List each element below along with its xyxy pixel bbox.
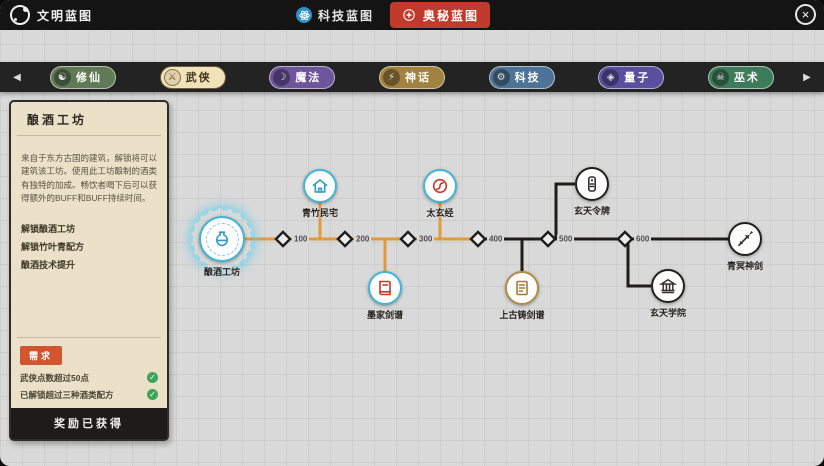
node-circle (303, 169, 337, 203)
tab-label: 科技蓝图 (318, 8, 375, 23)
unlock-item: 解锁竹叶青配方 (21, 242, 85, 253)
category-bar: ◀ ☯ 修仙 ⚔ 武侠 ☽ 魔法 ⚡ 神话 ⚙ 科技 ◈ (0, 62, 824, 92)
requirements-badge: 需求 (20, 346, 63, 365)
category-magic[interactable]: ☽ 魔法 (269, 65, 336, 89)
node-label: 玄天令牌 (573, 206, 611, 216)
category-wuxia[interactable]: ⚔ 武侠 (159, 65, 226, 89)
unlock-item: 解锁酿酒工坊 (21, 224, 76, 235)
category-quantum[interactable]: ◈ 量子 (598, 65, 665, 89)
tree-node-brewery-workshop[interactable]: 酿酒工坊 (191, 208, 253, 277)
milestone-label: 200 (354, 234, 372, 244)
reward-status: 奖励已获得 (11, 408, 167, 439)
lightning-icon: ⚡ (382, 68, 400, 86)
panel-title: 酿酒工坊 (17, 102, 161, 136)
category-technology[interactable]: ⚙ 科技 (488, 65, 555, 89)
app-title: 文明蓝图 (37, 8, 94, 23)
tree-node-bamboo-residence[interactable]: 青竹民宅 (302, 169, 338, 218)
milestone-label: 600 (634, 234, 652, 244)
moon-icon: ☽ (273, 68, 291, 86)
node-circle (199, 216, 245, 262)
blueprint-tabs: 科技蓝图 奥秘蓝图 (296, 0, 491, 30)
milestone-label: 100 (292, 234, 310, 244)
requirement-row: 武侠点数超过50点 ✓ (17, 369, 161, 386)
node-label: 玄天学院 (649, 308, 687, 318)
house-icon (312, 178, 328, 193)
book-icon (379, 280, 391, 296)
node-circle (575, 167, 609, 201)
close-button[interactable]: × (795, 4, 816, 25)
category-xiuxian[interactable]: ☯ 修仙 (50, 65, 116, 89)
milestone-label: 400 (487, 234, 505, 244)
requirements-section: 需求 武侠点数超过50点 ✓ 已解锁超过三种酒类配方 ✓ (17, 337, 161, 408)
manual-icon (516, 280, 528, 296)
category-label: 科技 (514, 72, 541, 84)
cube-icon: ◈ (602, 68, 620, 86)
node-label: 太玄经 (426, 208, 454, 218)
requirement-text: 已解锁超过三种酒类配方 (20, 389, 114, 400)
node-label: 墨家剑谱 (366, 310, 404, 320)
scroll-icon (432, 178, 448, 194)
category-label: 魔法 (295, 72, 322, 84)
category-label: 巫术 (733, 72, 760, 84)
brewery-icon (215, 231, 229, 247)
inner-ring (205, 222, 239, 256)
tree-node-taixuan-classic[interactable]: 太玄经 (423, 169, 457, 218)
category-label: 量子 (624, 72, 651, 84)
tree-node-xuantian-token[interactable]: 玄天令牌 (574, 167, 610, 216)
detail-panel: 酿酒工坊 来自于东方古国的建筑，解锁将可以建筑该工坊。使用此工坊酿制的酒类有独特… (9, 100, 169, 441)
category-label: 武侠 (185, 72, 212, 84)
category-label: 神话 (404, 72, 431, 84)
milestone-label: 500 (557, 234, 575, 244)
check-icon: ✓ (147, 389, 158, 400)
node-circle (368, 271, 402, 305)
unlock-item: 酿酒技术提升 (21, 260, 76, 271)
tree-node-ancient-swordcasting-manual[interactable]: 上古铸剑谱 (499, 271, 545, 320)
academy-icon (658, 278, 678, 294)
node-label: 上古铸剑谱 (499, 310, 545, 320)
tree-node-qingming-divine-sword[interactable]: 青冥神剑 (727, 222, 763, 271)
tree-node-xuantian-academy[interactable]: 玄天学院 (650, 269, 686, 318)
skull-icon: ☠ (711, 68, 729, 86)
node-circle (505, 271, 539, 305)
crossed-swords-icon: ⚔ (163, 68, 181, 86)
scroll-left-icon[interactable]: ◀ (0, 72, 34, 83)
node-circle (651, 269, 685, 303)
app-logo-group: 文明蓝图 (0, 5, 93, 25)
category-mythology[interactable]: ⚡ 神话 (378, 65, 445, 89)
requirement-text: 武侠点数超过50点 (20, 372, 89, 383)
check-icon: ✓ (147, 372, 158, 383)
yin-yang-icon: ☯ (54, 68, 71, 86)
requirement-row: 已解锁超过三种酒类配方 ✓ (17, 386, 161, 403)
node-circle (423, 169, 457, 203)
atom-icon (296, 7, 312, 23)
compass-icon (401, 7, 417, 23)
sword-icon (738, 231, 753, 247)
category-witchcraft[interactable]: ☠ 巫术 (707, 65, 774, 89)
tree-node-mohist-sword-manual[interactable]: 墨家剑谱 (367, 271, 403, 320)
node-circle (728, 222, 762, 256)
category-pills: ☯ 修仙 ⚔ 武侠 ☽ 魔法 ⚡ 神话 ⚙ 科技 ◈ 量子 (34, 65, 790, 89)
tab-mystery-blueprint[interactable]: 奥秘蓝图 (390, 2, 491, 28)
node-label: 酿酒工坊 (203, 267, 241, 277)
category-label: 修仙 (76, 72, 102, 84)
tab-tech-blueprint[interactable]: 科技蓝图 (296, 2, 374, 28)
node-label: 青竹民宅 (301, 208, 339, 218)
unlock-list: 解锁酿酒工坊 解锁竹叶青配方 酿酒技术提升 (11, 217, 167, 277)
node-label: 青冥神剑 (726, 261, 764, 271)
scroll-right-icon[interactable]: ▶ (790, 72, 824, 83)
token-icon (588, 176, 597, 192)
tab-label: 奥秘蓝图 (423, 8, 480, 23)
app-logo-icon (10, 5, 30, 25)
top-bar: 文明蓝图 科技蓝图 (0, 0, 824, 30)
milestone-label: 300 (417, 234, 435, 244)
gear-icon: ⚙ (492, 68, 510, 86)
panel-description: 来自于东方古国的建筑，解锁将可以建筑该工坊。使用此工坊酿制的酒类有独特的加成。畅… (21, 152, 158, 204)
